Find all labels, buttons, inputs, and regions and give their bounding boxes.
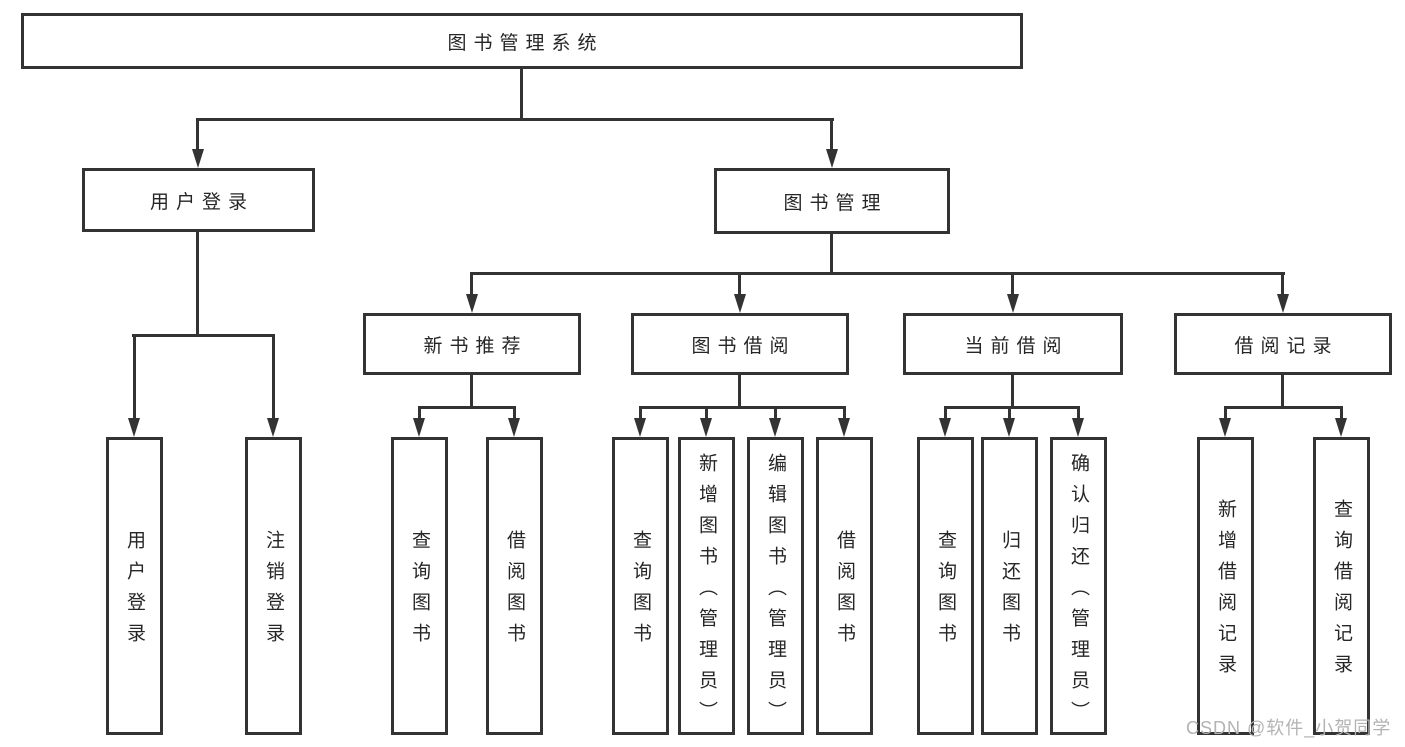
leaf-borrow-books-2: 借阅图书 [816, 437, 873, 735]
arrow-down [128, 418, 140, 437]
connector-drop [738, 272, 741, 296]
connector-borrow-records-stem [1281, 375, 1284, 406]
connector-book-mgmt-stem [830, 234, 833, 272]
connector-new-book-stem [470, 375, 473, 406]
arrow-down [1277, 294, 1289, 313]
connector-current-borrow-stem [1011, 375, 1014, 406]
arrow-down [826, 149, 838, 168]
connector-drop [470, 272, 473, 296]
arrow-down [267, 418, 279, 437]
arrow-down [1003, 418, 1015, 437]
connector-drop [513, 406, 516, 420]
arrow-down [939, 418, 951, 437]
arrow-down [1219, 418, 1231, 437]
leaf-return-books-label: 归还图书 [999, 530, 1020, 654]
node-new-book-recommend-label: 新书推荐 [423, 335, 528, 357]
connector-drop [1281, 272, 1284, 296]
connector-drop [843, 406, 846, 420]
node-user-login: 用户登录 [82, 168, 315, 232]
connector-drop [1077, 406, 1080, 420]
connector-drop [1011, 272, 1014, 296]
connector-book-borrow-stem [738, 375, 741, 406]
connector-drop [639, 406, 642, 420]
node-book-borrowing: 图书借阅 [631, 313, 849, 375]
connector-drop [1224, 406, 1227, 420]
node-current-borrowing-label: 当前借阅 [964, 335, 1069, 357]
arrow-down [838, 418, 850, 437]
arrow-down [1072, 418, 1084, 437]
node-new-book-recommend: 新书推荐 [363, 313, 581, 375]
leaf-query-books-3: 查询图书 [917, 437, 974, 735]
arrow-down [734, 294, 746, 313]
leaf-query-books-2: 查询图书 [612, 437, 669, 735]
leaf-add-borrow-record: 新增借阅记录 [1197, 437, 1254, 735]
connector-level3-hline [470, 272, 1285, 275]
leaf-query-borrow-record-label: 查询借阅记录 [1331, 499, 1352, 685]
leaf-logout: 注销登录 [245, 437, 302, 735]
leaf-query-borrow-record: 查询借阅记录 [1313, 437, 1370, 735]
node-book-management-label: 图书管理 [783, 192, 888, 214]
connector-level2-hline [196, 118, 834, 121]
leaf-add-books-admin-label: 新增图书（管理员） [696, 452, 717, 732]
arrow-down [769, 418, 781, 437]
node-root: 图书管理系统 [21, 13, 1023, 69]
leaf-edit-books-admin-label: 编辑图书（管理员） [765, 452, 786, 732]
connector-drop [272, 334, 275, 420]
node-borrowing-records-label: 借阅记录 [1234, 335, 1339, 357]
node-borrowing-records: 借阅记录 [1174, 313, 1392, 375]
leaf-borrow-books-2-label: 借阅图书 [834, 530, 855, 654]
connector-drop [944, 406, 947, 420]
arrow-down [1335, 418, 1347, 437]
connector-level2-drop-left [196, 118, 199, 150]
leaf-user-login: 用户登录 [106, 437, 163, 735]
leaf-query-books-3-label: 查询图书 [935, 530, 956, 654]
leaf-return-books: 归还图书 [981, 437, 1038, 735]
leaf-borrow-books-1: 借阅图书 [486, 437, 543, 735]
leaf-add-books-admin: 新增图书（管理员） [678, 437, 735, 735]
watermark: CSDN @软件_小贺同学 [1186, 718, 1392, 738]
node-user-login-label: 用户登录 [149, 191, 254, 213]
connector-drop [1008, 406, 1011, 420]
leaf-user-login-label: 用户登录 [124, 530, 145, 654]
connector-drop [1340, 406, 1343, 420]
connector-drop [705, 406, 708, 420]
arrow-down [192, 149, 204, 168]
node-current-borrowing: 当前借阅 [903, 313, 1123, 375]
connector-borrow-records-hline [1224, 406, 1343, 409]
node-book-borrowing-label: 图书借阅 [691, 335, 796, 357]
leaf-query-books-2-label: 查询图书 [630, 530, 651, 654]
leaf-borrow-books-1-label: 借阅图书 [504, 530, 525, 654]
arrow-down [700, 418, 712, 437]
connector-current-borrow-hline [944, 406, 1080, 409]
arrow-down [466, 294, 478, 313]
arrow-down [634, 418, 646, 437]
arrow-down [508, 418, 520, 437]
arrow-down [413, 418, 425, 437]
leaf-edit-books-admin: 编辑图书（管理员） [747, 437, 804, 735]
connector-drop [774, 406, 777, 420]
connector-drop [133, 334, 136, 420]
connector-user-login-stem [196, 232, 199, 334]
leaf-add-borrow-record-label: 新增借阅记录 [1215, 499, 1236, 685]
leaf-logout-label: 注销登录 [263, 530, 284, 654]
leaf-confirm-return-admin: 确认归还（管理员） [1050, 437, 1107, 735]
leaf-query-books-1: 查询图书 [391, 437, 448, 735]
node-book-management: 图书管理 [714, 168, 950, 234]
leaf-query-books-1-label: 查询图书 [409, 530, 430, 654]
node-root-label: 图书管理系统 [447, 32, 604, 54]
connector-root-stem [520, 69, 523, 118]
leaf-confirm-return-admin-label: 确认归还（管理员） [1068, 452, 1089, 732]
connector-level2-drop-right [830, 118, 833, 150]
connector-book-borrow-hline [639, 406, 846, 409]
connector-new-book-hline [418, 406, 516, 409]
connector-drop [418, 406, 421, 420]
connector-user-login-hline [132, 334, 275, 337]
arrow-down [1007, 294, 1019, 313]
